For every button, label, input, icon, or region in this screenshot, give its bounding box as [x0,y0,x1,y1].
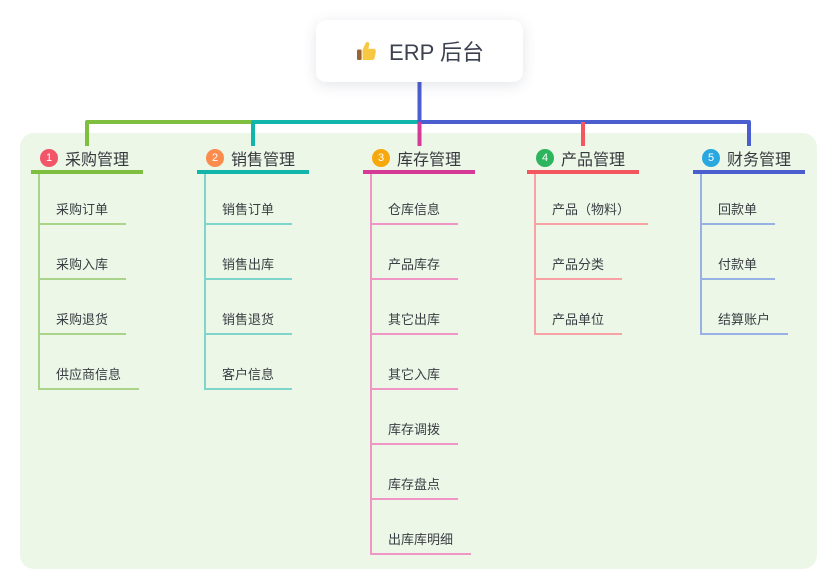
branch-items-inventory: 仓库信息 产品库存 其它出库 其它入库 库存调拨 库存盘点 出库库明细 [370,174,475,555]
branch-title: 销售管理 [231,152,296,169]
branch-title: 库存管理 [397,152,462,169]
mindmap-node[interactable]: 采购退货 [40,280,143,335]
branch-finance: 5 财务管理 回款单 付款单 结算账户 [693,146,805,335]
mindmap-node[interactable]: 采购入库 [40,225,143,280]
branch-header-finance[interactable]: 5 财务管理 [693,146,805,174]
mindmap-node[interactable]: 付款单 [702,225,805,280]
mindmap-node[interactable]: 库存调拨 [372,390,475,445]
mindmap-node[interactable]: 出库库明细 [372,500,475,555]
mindmap-node[interactable]: 销售订单 [206,174,309,225]
branch-number-badge: 2 [206,149,224,167]
mindmap-node[interactable]: 仓库信息 [372,174,475,225]
mindmap-node[interactable]: 库存盘点 [372,445,475,500]
branch-items-sales: 销售订单 销售出库 销售退货 客户信息 [204,174,309,390]
branch-items-product: 产品（物料） 产品分类 产品单位 [534,174,649,335]
branch-title: 采购管理 [65,152,130,169]
mindmap-node[interactable]: 其它出库 [372,280,475,335]
mindmap-node[interactable]: 客户信息 [206,335,309,390]
branch-items-finance: 回款单 付款单 结算账户 [700,174,805,335]
branch-purchase: 1 采购管理 采购订单 采购入库 采购退货 供应商信息 [31,146,143,390]
branch-header-sales[interactable]: 2 销售管理 [197,146,309,174]
mindmap-node[interactable]: 结算账户 [702,280,805,335]
mindmap-node[interactable]: 供应商信息 [40,335,143,390]
branch-number-badge: 3 [372,149,390,167]
mindmap-node[interactable]: 其它入库 [372,335,475,390]
root-node[interactable]: ERP 后台 [316,20,523,82]
branch-inventory: 3 库存管理 仓库信息 产品库存 其它出库 其它入库 库存调拨 库存盘点 出库库… [363,146,475,555]
connector-branch-2 [251,120,420,146]
mindmap-node[interactable]: 采购订单 [40,174,143,225]
branch-header-purchase[interactable]: 1 采购管理 [31,146,143,174]
branch-items-purchase: 采购订单 采购入库 采购退货 供应商信息 [38,174,143,390]
mindmap-node[interactable]: 产品库存 [372,225,475,280]
branch-number-badge: 1 [40,149,58,167]
branch-title: 财务管理 [727,152,792,169]
mindmap-node[interactable]: 产品分类 [536,225,648,280]
connector-branch-1 [85,120,253,146]
mindmap-node[interactable]: 销售退货 [206,280,309,335]
branch-number-badge: 5 [702,149,720,167]
branch-product: 4 产品管理 产品（物料） 产品分类 产品单位 [527,146,649,335]
mindmap-node[interactable]: 产品（物料） [536,174,649,225]
branch-number-badge: 4 [536,149,554,167]
thumbs-up-icon [355,39,379,63]
mindmap-background-panel [20,133,817,569]
mindmap-node[interactable]: 产品单位 [536,280,648,335]
branch-header-inventory[interactable]: 3 库存管理 [363,146,475,174]
branch-sales: 2 销售管理 销售订单 销售出库 销售退货 客户信息 [197,146,309,390]
mindmap-node[interactable]: 回款单 [702,174,805,225]
branch-header-product[interactable]: 4 产品管理 [527,146,639,174]
root-title: ERP 后台 [389,40,484,65]
branch-title: 产品管理 [561,152,626,169]
mindmap-node[interactable]: 销售出库 [206,225,309,280]
